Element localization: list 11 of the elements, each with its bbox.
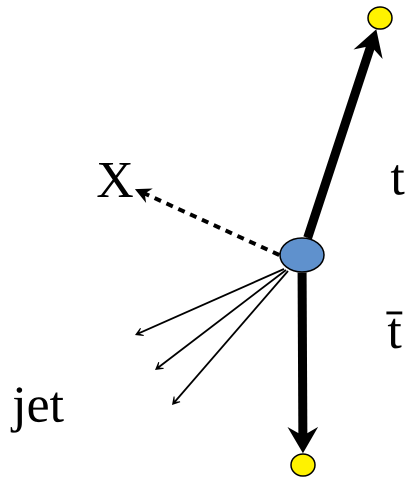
arrow (135, 268, 284, 336)
endpoint-dot (290, 453, 316, 477)
particle-label: jet (10, 387, 64, 433)
dotted-arrow (134, 188, 280, 257)
arrow (155, 269, 287, 370)
arrow (172, 270, 289, 405)
endpoint-dot (367, 6, 393, 30)
vertex-ellipse (279, 237, 325, 273)
particle-label: t̄ (386, 312, 402, 348)
node-label: X (97, 163, 133, 197)
particle-label: t (390, 165, 404, 195)
